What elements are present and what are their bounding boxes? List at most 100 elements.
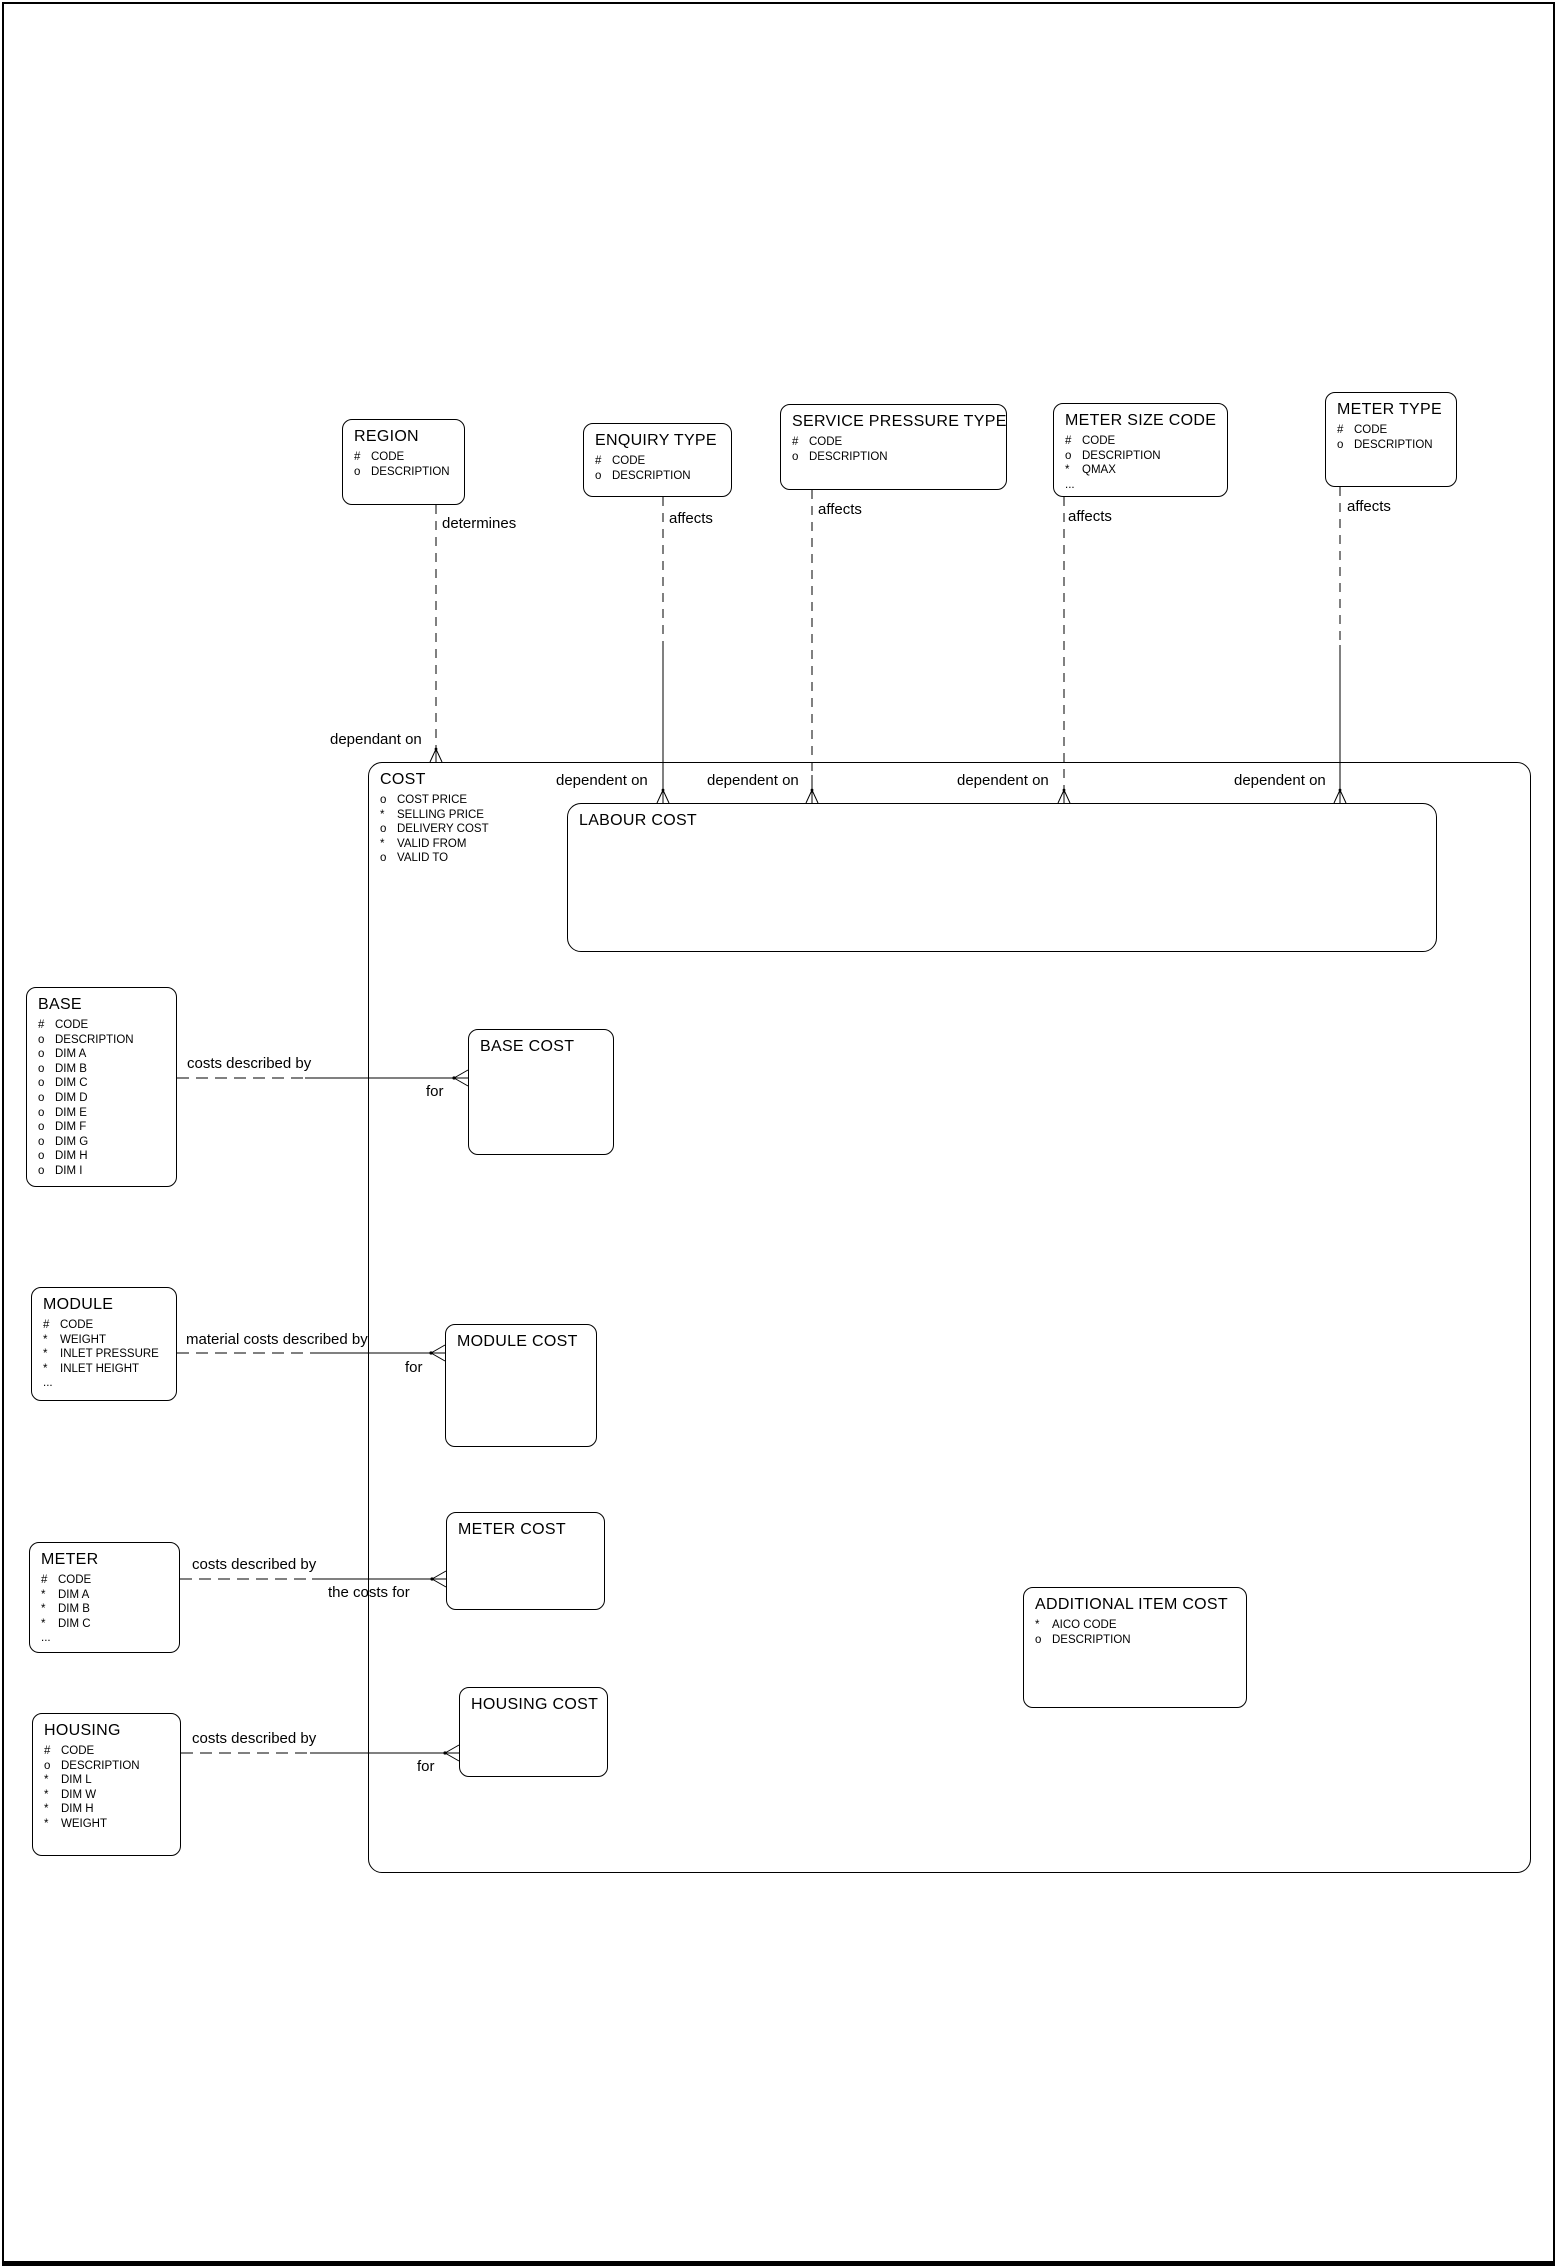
attribute-row: o DESCRIPTION xyxy=(792,450,1006,465)
rel-label-affects-meter-size: affects xyxy=(1068,508,1112,525)
attribute-name: CODE xyxy=(612,455,646,467)
attribute-optionality-mark: o xyxy=(38,1062,45,1075)
attribute-row: *INLET HEIGHT xyxy=(43,1362,176,1377)
attribute-optionality-mark: # xyxy=(44,1745,51,1757)
attribute-optionality-mark: # xyxy=(41,1574,48,1586)
attribute-optionality-mark: o xyxy=(38,1121,45,1134)
attribute-row: o DIM F xyxy=(38,1120,176,1135)
attribute-row: # CODE xyxy=(595,454,731,469)
attribute-row: #CODE xyxy=(38,1018,176,1033)
attribute-name: DIM L xyxy=(61,1774,92,1787)
entity-module: MODULE #CODE*WEIGHT*INLET PRESSURE*INLET… xyxy=(31,1287,177,1401)
attribute-optionality-mark: ... xyxy=(43,1377,53,1390)
entity-title: COST xyxy=(380,771,426,788)
entity-base-cost: BASE COST xyxy=(468,1029,614,1155)
attribute-optionality-mark: o xyxy=(380,852,387,865)
entity-title: ENQUIRY TYPE xyxy=(595,432,717,449)
attribute-optionality-mark: o xyxy=(792,450,799,463)
entity-title: REGION xyxy=(354,428,419,445)
entity-title: BASE xyxy=(38,996,82,1013)
attribute-row: ... xyxy=(41,1631,179,1646)
attribute-optionality-mark: * xyxy=(41,1588,46,1601)
attribute-row: o DIM E xyxy=(38,1106,176,1121)
rel-label-material-costs-described-by-module: material costs described by xyxy=(186,1331,368,1348)
rel-line-enquiry-labour xyxy=(656,497,670,804)
entity-title: METER COST xyxy=(458,1521,566,1538)
attribute-name: INLET HEIGHT xyxy=(60,1362,140,1375)
entity-title: HOUSING COST xyxy=(471,1696,599,1713)
rel-label-affects-service-pressure: affects xyxy=(818,501,862,518)
attribute-row: *SELLING PRICE xyxy=(380,808,1530,823)
rel-label-costs-described-by-housing: costs described by xyxy=(192,1730,317,1747)
entity-meter-cost: METER COST xyxy=(446,1512,605,1610)
attribute-name: DIM W xyxy=(61,1788,97,1801)
attribute-name: CODE xyxy=(371,451,405,463)
attribute-row: * DIM A xyxy=(41,1588,179,1603)
attribute-optionality-mark: o xyxy=(380,794,387,806)
rel-label-dependent-on-enquiry: dependent on xyxy=(556,772,648,789)
attribute-optionality-mark: * xyxy=(380,837,385,850)
attribute-name: DIM B xyxy=(55,1062,87,1075)
attribute-name: CODE xyxy=(58,1574,92,1586)
attribute-name: VALID TO xyxy=(397,852,449,865)
attribute-optionality-mark: o xyxy=(380,823,387,836)
attribute-name: DESCRIPTION xyxy=(1052,1633,1131,1646)
attribute-optionality-mark: * xyxy=(44,1817,49,1830)
rel-label-for-housing: for xyxy=(417,1758,435,1775)
attribute-optionality-mark: * xyxy=(44,1803,49,1816)
attribute-optionality-mark: # xyxy=(595,455,602,467)
attribute-optionality-mark: o xyxy=(38,1164,45,1177)
attribute-optionality-mark: * xyxy=(1065,464,1070,477)
entity-housing-cost: HOUSING COST xyxy=(459,1687,608,1777)
attribute-row: # CODE xyxy=(41,1573,179,1588)
attribute-optionality-mark: o xyxy=(38,1150,45,1163)
rel-line-meter-type-labour xyxy=(1333,487,1347,804)
attribute-row: *DIM C xyxy=(41,1617,179,1632)
attribute-row: o DIM H xyxy=(38,1149,176,1164)
attribute-name: CODE xyxy=(1082,435,1116,447)
entity-title: LABOUR COST xyxy=(579,812,697,829)
attribute-row: * DIM L xyxy=(44,1773,180,1788)
attribute-name: AICO CODE xyxy=(1052,1619,1117,1631)
entity-labour-cost: LABOUR COST xyxy=(567,803,1437,952)
entity-title: MODULE COST xyxy=(457,1333,578,1350)
attribute-optionality-mark: o xyxy=(38,1106,45,1119)
attribute-row: *DIM B xyxy=(41,1602,179,1617)
attribute-name: CODE xyxy=(60,1319,94,1331)
attribute-row: ... xyxy=(43,1376,176,1391)
rel-label-affects-enquiry: affects xyxy=(669,510,713,527)
attribute-name: DIM C xyxy=(58,1617,91,1630)
attribute-name: DIM H xyxy=(55,1150,88,1163)
attribute-optionality-mark: ... xyxy=(1065,478,1075,491)
attribute-name: DESCRIPTION xyxy=(1354,438,1433,451)
attribute-name: DELIVERY COST xyxy=(397,823,489,836)
attribute-name: CODE xyxy=(809,436,843,448)
entity-title: METER TYPE xyxy=(1337,401,1442,418)
rel-line-meter-size-labour xyxy=(1057,497,1071,804)
attribute-name: DESCRIPTION xyxy=(809,450,888,463)
rel-line-region-cost xyxy=(429,505,443,763)
attribute-row: #CODE xyxy=(43,1318,176,1333)
rel-label-determines: determines xyxy=(442,515,517,532)
attribute-name: DIM A xyxy=(58,1588,90,1601)
entity-attributes: #CODE*WEIGHT*INLET PRESSURE*INLET HEIGHT… xyxy=(32,1314,176,1391)
attribute-optionality-mark: * xyxy=(44,1774,49,1787)
attribute-optionality-mark: ... xyxy=(41,1632,51,1645)
attribute-name: DIM F xyxy=(55,1121,87,1134)
attribute-row: *DIM W xyxy=(44,1788,180,1803)
attribute-name: SELLING PRICE xyxy=(397,808,484,821)
attribute-name: DIM E xyxy=(55,1106,87,1119)
rel-label-dependent-on-meter-type: dependent on xyxy=(1234,772,1326,789)
